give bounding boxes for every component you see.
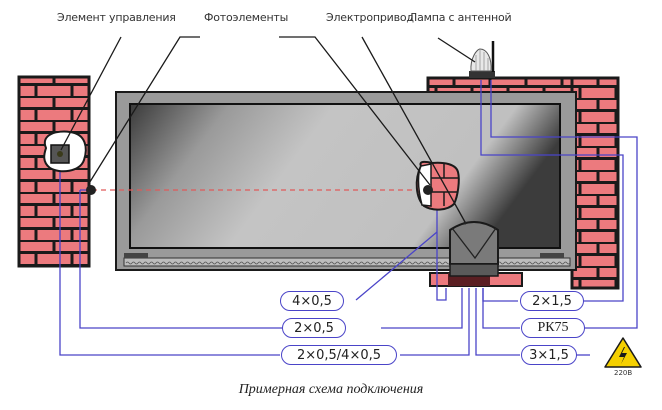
wire-control-element-right	[400, 288, 470, 356]
voltage-label: 220В	[614, 369, 633, 377]
cable-label-power: 3×1,5	[521, 345, 577, 365]
electric-drive	[449, 221, 499, 277]
cable-label-antenna: РК75	[521, 318, 585, 338]
wire-antenna-drive	[482, 288, 520, 329]
wire-right-photocell	[436, 190, 447, 301]
wire-lamp-drive	[482, 288, 518, 302]
left-photocell	[86, 185, 96, 195]
label-control-element: Элемент управления	[57, 11, 176, 24]
right-pillar	[426, 76, 620, 290]
diagram-caption: Примерная схема подключения	[238, 382, 424, 397]
cable-label-photocell-tx: 2×0,5/4×0,5	[281, 345, 397, 365]
control-element	[43, 130, 87, 173]
signal-lamp	[469, 41, 495, 78]
label-lamp: Лампа с антенной	[409, 11, 512, 24]
cable-label-photocell-rx: 4×0,5	[280, 291, 344, 311]
sliding-gate	[115, 91, 577, 271]
leader-lines	[60, 36, 476, 223]
left-pillar	[17, 75, 91, 268]
wire-lamp	[480, 80, 624, 302]
wire-left-photocell-right	[381, 288, 463, 329]
wiring	[59, 80, 638, 356]
high-voltage-icon	[604, 337, 642, 368]
cable-label-control: 2×0,5	[282, 318, 346, 338]
cable-label-lamp: 2×1,5	[520, 291, 584, 311]
wire-4x05-leader	[355, 231, 438, 301]
wire-power-drive	[475, 288, 520, 356]
wire-antenna	[490, 80, 638, 329]
label-photocells: Фотоэлементы	[204, 11, 289, 24]
right-photocell-post	[415, 160, 460, 211]
label-drive: Электропривод	[326, 11, 414, 24]
wire-control-element	[59, 165, 280, 356]
